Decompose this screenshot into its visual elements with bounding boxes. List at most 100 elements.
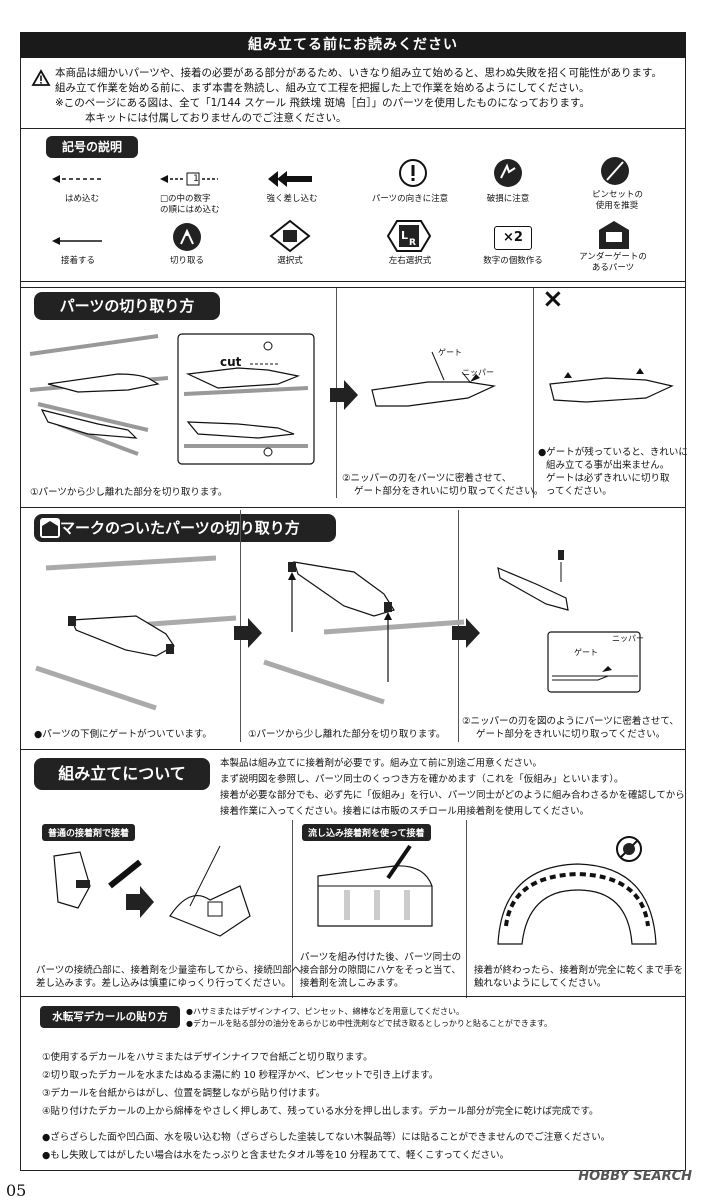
nipper-label: ニッパー	[612, 634, 644, 643]
assembly-line: 接着作業に入ってください。接着には市販のスチロール用接着剤を使用してください。	[220, 806, 590, 817]
ng-note: ってください。	[546, 486, 612, 497]
flow-glue-text: パーツを組み付けた後、パーツ同士の	[300, 952, 462, 963]
arrow-right-icon	[330, 380, 358, 410]
ng-note: ●ゲートが残っていると、きれいに	[538, 447, 688, 458]
flow-glue-text: 接合部分の隙間にハケをそっと当て、	[300, 965, 462, 976]
symbol-label: あるパーツ	[591, 263, 635, 273]
arrow-right-icon	[452, 618, 480, 648]
watermark: HOBBY SEARCH	[578, 1169, 692, 1184]
page-number: 05	[6, 1181, 27, 1200]
decal-step: ③デカールを台紙からはがし、位置を調整しながら貼り付けます。	[42, 1088, 326, 1099]
decal-prep: ●デカールを貼る部分の油分をあらかじめ中性洗剤などで拭き取るとしっかりと貼ること…	[186, 1019, 553, 1028]
normal-glue-text: 差し込みます。差し込みは慎重にゆっくり行ってください。	[36, 978, 291, 989]
ng-mark-icon: ×	[542, 284, 564, 314]
lr-select-icon: LR	[386, 220, 432, 252]
symbol-label: 選択式	[277, 256, 303, 266]
intro-text: 本商品は細かいパーツや、接着の必要がある部分があるため、いきなり組み立て始めると…	[30, 66, 680, 126]
intro-line: 本商品は細かいパーツや、接着の必要がある部分があるため、いきなり組み立て始めると…	[55, 67, 663, 79]
cut-label: cut	[220, 355, 242, 369]
ng-note: ゲートは必ずきれいに切り取	[546, 473, 670, 484]
flow-glue-text: 接着剤を流しこみます。	[300, 978, 404, 989]
symbol-label: 強く差し込む	[266, 194, 318, 204]
symbol-label: パーツの向きに注意	[371, 194, 449, 204]
push-in-icon	[268, 171, 312, 187]
section-divider	[20, 287, 686, 288]
marked-part-detail	[497, 550, 569, 611]
nipper-label: ニッパー	[462, 368, 494, 377]
undergate-icon	[599, 221, 629, 249]
warning-icon	[31, 69, 51, 86]
svg-text:L: L	[401, 229, 408, 242]
symbol-label: 数字の個数作る	[483, 256, 543, 266]
dry-text: 触れないようにしてください。	[474, 978, 607, 989]
numbered-fit-icon	[160, 172, 218, 186]
fit-arrow-icon	[52, 175, 102, 183]
cutting-step-2: ゲート部分をきれいに切り取ってください。	[354, 486, 544, 497]
decal-title: 水転写デカールの貼り方	[40, 1006, 180, 1028]
orientation-warning-icon	[399, 159, 427, 187]
symbols-title: 記号の説明	[46, 136, 138, 158]
symbol-label: はめ込む	[64, 194, 99, 204]
decal-step: ②切り取ったデカールを水またはぬるま湯に約 10 秒程浮かべ、ピンセットで引き上…	[42, 1070, 439, 1081]
svg-text:R: R	[409, 238, 416, 248]
normal-glue-text: パーツの接続凸部に、接着剤を少量塗布してから、接続凹部へ	[36, 965, 302, 976]
symbol-label: 接着する	[60, 256, 95, 266]
symbol-label: □の中の数字	[160, 194, 211, 204]
cut-icon	[173, 223, 201, 251]
track-illustration	[497, 863, 657, 945]
gate-label: ゲート	[574, 648, 598, 657]
symbol-label: ピンセットの	[592, 190, 644, 200]
marked-note: ゲート部分をきれいに切り取ってください。	[476, 729, 666, 740]
intro-line: ※このページにある図は、全て「1/144 スケール 飛鉄塊 斑鳩［白］」のパーツ…	[55, 97, 591, 109]
cutting-step-2: ②ニッパーの刃をパーツに密着させて、	[342, 473, 512, 484]
symbol-label: 左右選択式	[388, 256, 432, 266]
nipper-illustration	[371, 351, 497, 407]
decal-warning: ●ざらざらした面や凹凸面、水を吸い込む物（ざらざらした塗装してない木製品等）には…	[42, 1132, 611, 1143]
no-touch-icon	[616, 836, 642, 862]
assembly-line: 接着が必要な部分でも、必ず先に「仮組み」を行い、パーツ同士がどのように組み合わさ…	[220, 790, 685, 801]
assembly-line: まず説明図を参照し、パーツ同士のくっつき方を確かめます（これを「仮組み」といいま…	[220, 774, 624, 785]
decal-step: ①使用するデカールをハサミまたはデザインナイフで台紙ごと切り取ります。	[42, 1052, 373, 1063]
decal-step: ④貼り付けたデカールの上から綿棒をやさしく押しあて、残っている水分を押し出します…	[42, 1106, 599, 1117]
symbol-number: 1	[193, 174, 199, 184]
assembly-line: 本製品は組み立てに接着剤が必要です。組み立て前に別途ご用意ください。	[220, 758, 543, 769]
normal-glue-illustration	[53, 845, 251, 937]
symbol-label: の順にはめ込む	[160, 205, 220, 215]
normal-glue-title: 普通の接着剤で接着	[42, 824, 136, 841]
flow-glue-illustration	[317, 844, 433, 927]
section-divider	[20, 749, 686, 750]
assembly-title: 組み立てについて	[34, 758, 210, 790]
glue-arrow-icon	[52, 237, 102, 245]
intro-line: 本キットには付属しておりませんのでご注意ください。	[85, 112, 347, 124]
ng-note: 組み立てる事が出来ません。	[546, 460, 670, 471]
gate-detail	[547, 631, 641, 693]
count-label: ×2	[503, 230, 523, 245]
cutting-title: パーツの切り取り方	[34, 292, 220, 320]
symbol-label: 破損に注意	[486, 194, 530, 204]
panel-divider	[466, 820, 467, 998]
decal-warning: ●もし失敗してはがしたい場合は水をたっぷりと含ませたタオル等を10 分程あてて、…	[42, 1150, 510, 1161]
dry-text: 接着が終わったら、接着剤が完全に乾くまで手を	[474, 965, 684, 976]
marked-note: ②ニッパーの刃を図のようにパーツに密着させて、	[462, 716, 679, 727]
count-icon	[494, 226, 532, 250]
bad-cut-illustration	[549, 368, 674, 403]
gate-label: ゲート	[438, 348, 462, 357]
marked-note: ●パーツの下側にゲートがついています。	[34, 729, 212, 740]
cutting-step-1: ①パーツから少し離れた部分を切り取ります。	[30, 487, 228, 498]
page-title: 組み立てる前にお読みください	[20, 32, 686, 58]
breakage-warning-icon	[494, 159, 522, 187]
flow-glue-title: 流し込み接着剤を使って接着	[302, 824, 431, 841]
marked-note: ①パーツから少し離れた部分を切り取ります。	[248, 729, 446, 740]
panel-divider	[533, 288, 534, 498]
tweezers-icon	[601, 157, 629, 185]
decal-prep: ●ハサミまたはデザインナイフ、ピンセット、綿棒などを用意してください。	[186, 1007, 465, 1016]
intro-line: 組み立て作業を始める前に、まず本書を熟読し、組み立て工程を把握した上で作業を始め…	[55, 82, 590, 94]
runner-illustration	[29, 333, 315, 465]
symbol-label: アンダーゲートの	[579, 252, 647, 262]
arrow-right-icon	[234, 618, 262, 648]
marked-runner-2	[263, 561, 465, 705]
panel-divider	[292, 820, 293, 998]
section-divider	[20, 996, 686, 997]
marked-title: マークのついたパーツの切り取り方	[34, 514, 336, 542]
symbol-label: 使用を推奨	[595, 201, 639, 211]
